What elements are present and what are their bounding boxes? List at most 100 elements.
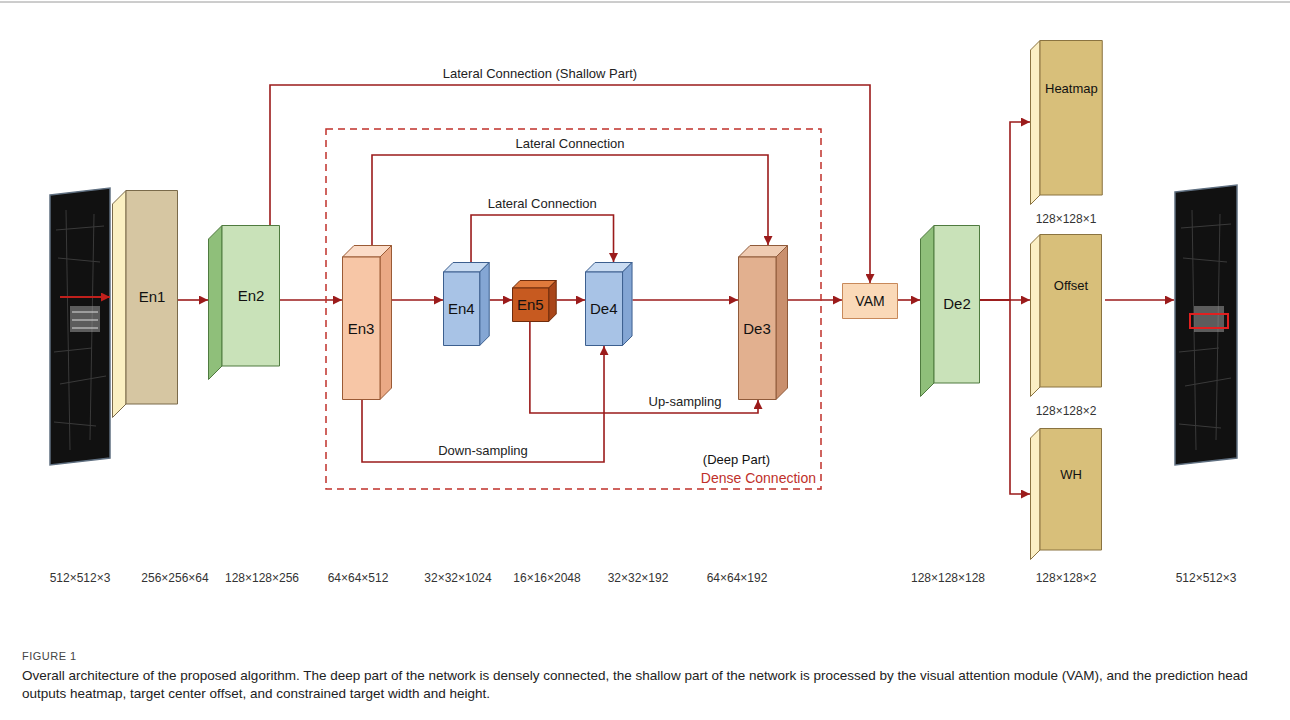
- front-face: [444, 272, 480, 346]
- image-texture: [1179, 210, 1231, 450]
- attention-module: VAM: [842, 283, 898, 319]
- block-label: En2: [238, 287, 265, 304]
- block-shape: [1030, 234, 1102, 397]
- output-image: [1175, 185, 1237, 465]
- dimension-label: 128×128×2: [1036, 571, 1097, 585]
- connector-arrow: [980, 300, 1030, 494]
- front-face: [513, 288, 549, 322]
- connector-arrow: [280, 299, 342, 301]
- figure-caption: Overall architecture of the proposed alg…: [22, 667, 1262, 703]
- output-arrow: [1105, 299, 1174, 301]
- side-face: [113, 191, 127, 418]
- dimension-label: 64×64×192: [707, 571, 768, 585]
- front-face: [1040, 429, 1102, 551]
- block-label: VAM: [855, 293, 884, 309]
- encoder-block: En2: [208, 225, 280, 380]
- block-label: WH: [1060, 468, 1082, 483]
- input-arrow: [60, 296, 110, 298]
- block-label: De3: [743, 320, 771, 337]
- front-face: [343, 257, 381, 400]
- sar-image: [50, 188, 110, 465]
- connector-arrow: [392, 299, 443, 301]
- front-face: [934, 226, 980, 384]
- dimension-label: 512×512×3: [50, 571, 111, 585]
- side-face: [549, 281, 557, 322]
- connector-arrow: [530, 322, 758, 413]
- prediction-head: WH: [1030, 428, 1102, 560]
- connector-arrow: [633, 299, 738, 301]
- detection-box: [1190, 314, 1228, 328]
- encoder-block: En3: [342, 245, 392, 400]
- side-face: [380, 246, 392, 400]
- dimension-label: 256×256×64: [141, 571, 208, 585]
- ship-target: [72, 312, 98, 328]
- region-label: (Deep Part): [703, 453, 770, 468]
- dimension-label: 16×16×2048: [513, 571, 580, 585]
- connector-arrow: [490, 299, 512, 301]
- module-face: [843, 284, 898, 319]
- decoder-block: De3: [738, 245, 788, 400]
- figure-rule: [0, 2, 1290, 3]
- connector-arrow: [372, 155, 768, 245]
- connection-label: Lateral Connection: [512, 136, 627, 152]
- block-label: En4: [448, 300, 475, 317]
- sar-image: [1175, 185, 1237, 465]
- connector-arrow: [898, 299, 920, 301]
- block-shape: [1030, 40, 1103, 205]
- block-label: En5: [517, 296, 544, 313]
- connector-arrow: [980, 122, 1030, 300]
- block-label: Offset: [1054, 279, 1088, 294]
- region-label: Dense Connection: [701, 470, 816, 486]
- side-face: [921, 226, 935, 397]
- dimension-label: 32×32×1024: [424, 571, 491, 585]
- connection-label: Down-sampling: [435, 443, 531, 459]
- dimension-label: 64×64×512: [328, 571, 389, 585]
- connector-arrow: [178, 299, 208, 301]
- block-label: De4: [590, 300, 618, 317]
- side-face: [1031, 429, 1041, 560]
- connector-arrow: [788, 299, 842, 301]
- prediction-head: Offset: [1030, 234, 1102, 397]
- connection-label: Lateral Connection (Shallow Part): [440, 66, 640, 82]
- figure-number: FIGURE 1: [22, 650, 77, 663]
- dimension-label: 512×512×3: [1176, 571, 1237, 585]
- block-label: En3: [348, 320, 375, 337]
- front-face: [1040, 235, 1102, 388]
- front-face: [1040, 41, 1102, 196]
- encoder-block: En4: [443, 262, 490, 346]
- side-face: [1031, 41, 1041, 205]
- block-label: De2: [943, 295, 971, 312]
- input-image: [50, 188, 110, 465]
- side-face: [776, 246, 788, 400]
- front-face: [586, 272, 623, 346]
- dense-connection-region: En3 En4 En5 De4De3 (Deep Part) Dense Connecti…: [325, 128, 822, 490]
- side-face: [209, 226, 223, 380]
- encoder-block: En1: [112, 190, 178, 418]
- block-shape: [1030, 428, 1102, 560]
- connector-arrow: [557, 299, 585, 301]
- block-label: En1: [139, 288, 166, 305]
- side-face: [480, 263, 490, 346]
- dimension-label: 128×128×128: [911, 571, 985, 585]
- dimension-label: 128×128×1: [1036, 212, 1097, 226]
- dimension-label: 128×128×2: [1036, 404, 1097, 418]
- block-label: Heatmap: [1045, 82, 1098, 97]
- front-face: [126, 191, 178, 405]
- encoder-block: En5: [512, 280, 557, 322]
- side-face: [1031, 235, 1041, 397]
- image-texture: [54, 210, 106, 450]
- connector-arrow: [471, 215, 613, 262]
- connection-label: Lateral Connection: [485, 196, 600, 212]
- dimension-label: 128×128×256: [225, 571, 299, 585]
- prediction-head: Heatmap: [1030, 40, 1103, 205]
- ship-target: [70, 306, 100, 332]
- front-face: [222, 226, 280, 367]
- decoder-block: De2: [920, 225, 980, 397]
- dimension-label: 32×32×192: [608, 571, 669, 585]
- connection-label: Up-sampling: [646, 394, 725, 410]
- side-face: [623, 263, 633, 346]
- front-face: [739, 257, 777, 400]
- dashed-border: [326, 129, 821, 489]
